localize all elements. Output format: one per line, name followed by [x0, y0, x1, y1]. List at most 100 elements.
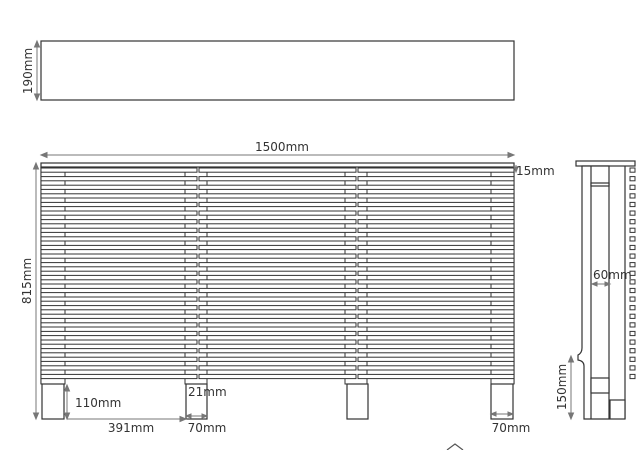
dim-top-thickness-line — [513, 165, 519, 174]
slat — [198, 305, 357, 311]
slat — [357, 287, 515, 294]
slat — [198, 279, 357, 285]
dim-side-depth-line — [590, 281, 612, 287]
side-slat — [629, 356, 636, 362]
slat — [40, 279, 198, 285]
dim-leg-width-left: 70mm — [188, 421, 227, 435]
slat — [40, 322, 198, 328]
slat — [357, 322, 515, 328]
dim-leg-to-slat-line — [63, 383, 71, 421]
slat — [198, 348, 357, 354]
side-slat — [629, 348, 636, 354]
leg-1 — [41, 383, 65, 420]
dim-side-depth: 60mm — [593, 268, 632, 282]
slat — [198, 193, 357, 199]
slat — [40, 365, 198, 371]
dim-overall-height: 815mm — [20, 258, 34, 304]
slat — [198, 236, 357, 242]
dim-overall-height-line — [32, 161, 40, 421]
slat — [40, 176, 198, 182]
side-slat — [629, 210, 636, 216]
slat — [40, 262, 198, 268]
side-slat — [629, 193, 636, 199]
slat — [40, 287, 198, 294]
top-view-panel — [40, 40, 515, 101]
slat — [357, 176, 515, 182]
slat — [357, 270, 515, 276]
side-leg — [609, 399, 626, 420]
front-top-board — [40, 162, 515, 168]
dim-top-thickness: 15mm — [516, 164, 555, 178]
slat — [40, 305, 198, 311]
slat — [357, 210, 515, 216]
slat — [198, 330, 357, 337]
dim-leg-gap-line — [67, 415, 188, 423]
dim-slat-gap: 21mm — [188, 385, 227, 399]
slat — [357, 356, 515, 362]
side-slat — [629, 219, 636, 225]
slat — [40, 244, 198, 251]
side-slat — [629, 313, 636, 319]
slat — [40, 219, 198, 225]
slat — [40, 339, 198, 345]
side-slat — [629, 373, 636, 380]
dim-leg-width-right: 70mm — [492, 421, 531, 435]
side-slat — [629, 176, 636, 182]
slat — [198, 253, 357, 259]
slat — [198, 365, 357, 371]
slat — [357, 227, 515, 233]
slat — [198, 339, 357, 345]
leg-3 — [346, 383, 369, 420]
dim-depth-top: 190mm — [21, 48, 35, 94]
slat — [357, 262, 515, 268]
side-slat — [629, 339, 636, 345]
slat — [40, 313, 198, 319]
slat — [357, 365, 515, 371]
side-slat — [629, 262, 636, 268]
slat — [198, 201, 357, 208]
dim-overall-width: 1500mm — [255, 140, 309, 154]
side-slat — [629, 227, 636, 233]
side-view — [575, 160, 636, 420]
side-slat — [629, 167, 636, 173]
slat — [198, 210, 357, 216]
slat — [198, 227, 357, 233]
slat — [357, 296, 515, 302]
slat — [357, 201, 515, 208]
slat — [357, 219, 515, 225]
slat — [198, 167, 357, 173]
slat — [357, 339, 515, 345]
slat — [357, 236, 515, 242]
dim-leg-width-right-line — [489, 411, 515, 417]
dim-depth-top-line — [33, 39, 41, 102]
slat — [357, 193, 515, 199]
dim-slat-gap-line — [184, 413, 209, 419]
slat — [357, 348, 515, 354]
side-slat — [629, 201, 636, 208]
slat — [40, 227, 198, 233]
side-slat — [629, 253, 636, 259]
dim-foot-height-line — [567, 354, 575, 421]
slat — [357, 279, 515, 285]
slat — [40, 184, 198, 190]
slat — [198, 313, 357, 319]
slat — [40, 373, 198, 380]
side-foot-block — [590, 377, 610, 394]
side-slat — [629, 270, 636, 276]
leg-2 — [185, 383, 208, 420]
slat — [40, 167, 198, 173]
slat — [198, 270, 357, 276]
slat — [198, 287, 357, 294]
slat — [357, 167, 515, 173]
slat — [198, 373, 357, 380]
side-slat — [629, 244, 636, 251]
side-slat — [629, 236, 636, 242]
slat — [40, 210, 198, 216]
side-slat — [629, 322, 636, 328]
slat — [198, 322, 357, 328]
front-legs — [41, 383, 514, 420]
side-slat — [629, 279, 636, 285]
slat — [40, 348, 198, 354]
slat — [357, 313, 515, 319]
slat — [40, 193, 198, 199]
